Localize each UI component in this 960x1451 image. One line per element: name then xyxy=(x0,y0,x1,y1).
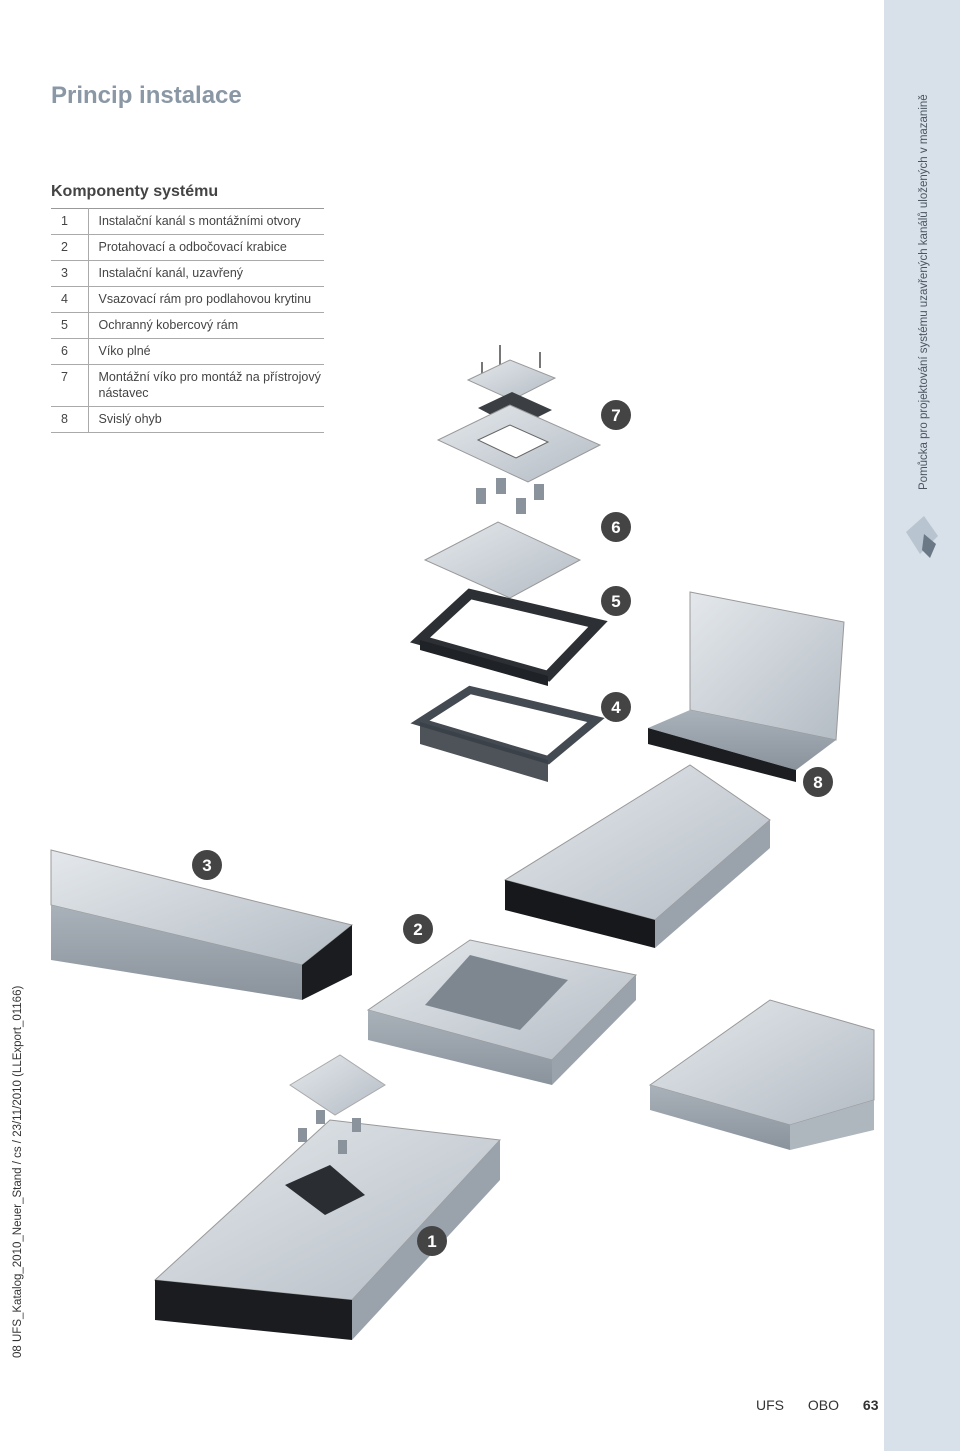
page-title: Princip instalace xyxy=(51,82,242,109)
callout-group: 1 2 3 4 5 6 7 8 xyxy=(192,400,833,1256)
callout-marker-6 xyxy=(601,512,631,542)
component-number: 2 xyxy=(51,234,89,261)
section-subtitle: Komponenty systému xyxy=(51,183,219,200)
callout-number-3: 3 xyxy=(202,856,211,875)
component-number: 3 xyxy=(51,260,89,287)
side-caption: Pomůcka pro projektování systému uzavřen… xyxy=(918,94,930,490)
component-label: Ochranný kobercový rám xyxy=(88,312,324,339)
callout-number-8: 8 xyxy=(813,773,822,792)
page-footer: UFS OBO 63 xyxy=(756,1397,878,1413)
side-strip xyxy=(884,0,960,1451)
callout-number-2: 2 xyxy=(413,920,422,939)
components-table: 1 Instalační kanál s montážními otvory 2… xyxy=(51,208,324,433)
component-label: Montážní víko pro montáž na přístrojový … xyxy=(88,364,324,407)
callout-number-6: 6 xyxy=(611,518,620,537)
carpet-frame-part xyxy=(410,588,608,686)
component-number: 6 xyxy=(51,338,89,365)
installation-channel-closed xyxy=(50,849,354,1000)
mounting-lid-part xyxy=(436,345,602,483)
callout-marker-3 xyxy=(192,850,222,880)
insertion-frame-part xyxy=(410,685,605,782)
table-row: 1 Instalační kanál s montážními otvory xyxy=(51,208,324,235)
pointer-icon xyxy=(906,516,938,558)
component-label: Vsazovací rám pro podlahovou krytinu xyxy=(88,286,324,313)
callout-marker-1 xyxy=(417,1226,447,1256)
callout-marker-4 xyxy=(601,692,631,722)
callout-marker-5 xyxy=(601,586,631,616)
callout-marker-8 xyxy=(803,767,833,797)
callout-marker-2 xyxy=(403,914,433,944)
component-number: 5 xyxy=(51,312,89,339)
callout-number-1: 1 xyxy=(427,1232,436,1251)
footer-brand: UFS xyxy=(756,1397,784,1413)
component-number: 8 xyxy=(51,406,89,433)
installation-channel-with-openings xyxy=(153,1054,502,1340)
callout-number-7: 7 xyxy=(611,406,620,425)
table-row: 7 Montážní víko pro montáž na přístrojov… xyxy=(51,364,324,407)
table-row: 5 Ochranný kobercový rám xyxy=(51,312,324,339)
threaded-bolts xyxy=(476,478,544,514)
callout-marker-7 xyxy=(601,400,631,430)
component-label: Instalační kanál, uzavřený xyxy=(88,260,324,287)
junction-box-part xyxy=(366,939,637,1085)
installation-channel-right xyxy=(648,999,875,1150)
callout-number-4: 4 xyxy=(611,698,621,717)
page-number: 63 xyxy=(862,1397,879,1413)
table-row: 2 Protahovací a odbočovací krabice xyxy=(51,234,324,261)
component-number: 7 xyxy=(51,364,89,407)
component-number: 1 xyxy=(51,208,89,235)
vertical-bend-part xyxy=(648,591,845,782)
footer-company: OBO xyxy=(807,1397,840,1413)
table-row: 3 Instalační kanál, uzavřený xyxy=(51,260,324,287)
component-label: Protahovací a odbočovací krabice xyxy=(88,234,324,261)
component-label: Víko plné xyxy=(88,338,324,365)
component-number: 4 xyxy=(51,286,89,313)
table-row: 4 Vsazovací rám pro podlahovou krytinu xyxy=(51,286,324,313)
table-row: 8 Svislý ohyb xyxy=(51,406,324,433)
closed-channel-segment xyxy=(503,764,771,948)
component-label: Instalační kanál s montážními otvory xyxy=(88,208,324,235)
solid-lid-part xyxy=(423,521,582,599)
callout-number-5: 5 xyxy=(611,592,620,611)
component-label: Svislý ohyb xyxy=(88,406,324,433)
table-row: 6 Víko plné xyxy=(51,338,324,365)
